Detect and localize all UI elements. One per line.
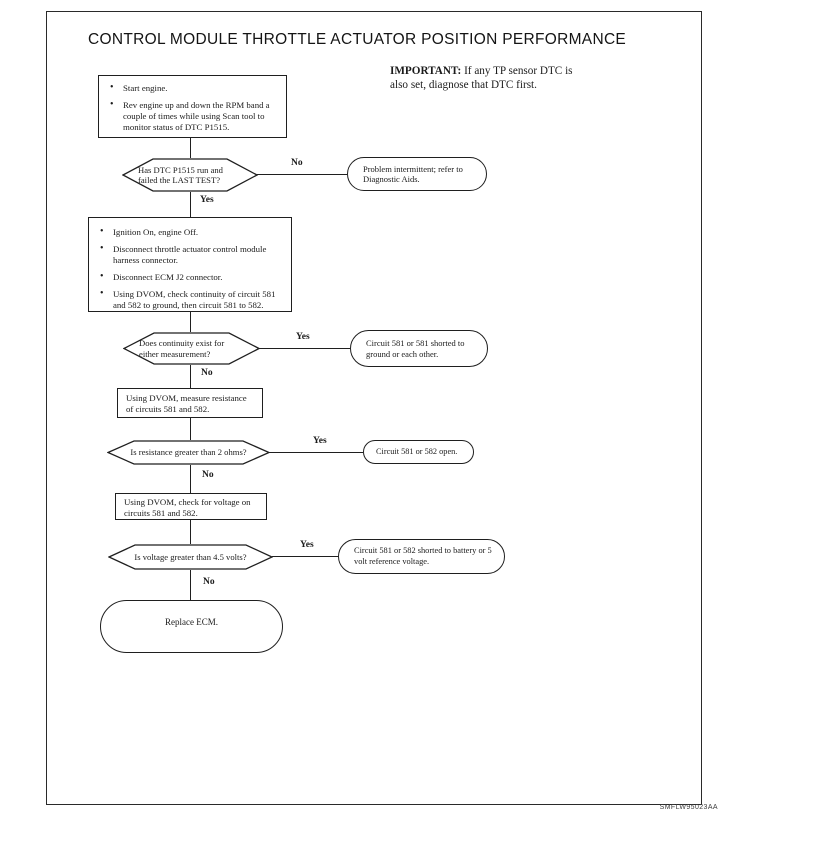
decision-question: Is voltage greater than 4.5 volts? [134,551,247,562]
connector-line [257,174,347,176]
result-oval-shorted-ground: Circuit 581 or 581 shorted to ground or … [350,330,488,367]
connector-line [190,520,192,544]
edge-label-no: No [202,577,216,587]
important-note: IMPORTANT: If any TP sensor DTC is also … [390,65,590,92]
terminal-replace-ecm: Replace ECM. [100,600,283,653]
bullet-list: Start engine. Rev engine up and down the… [99,76,286,133]
connector-line [190,312,192,332]
important-label: IMPORTANT: [390,65,462,77]
connector-line [269,452,363,454]
edge-label-yes: Yes [199,195,215,205]
connector-line [190,418,192,440]
result-oval-intermittent: Problem intermittent; refer to Diagnosti… [347,157,487,191]
bullet-item: Start engine. [109,82,280,94]
edge-label-no: No [200,368,214,378]
decision-resistance: Is resistance greater than 2 ohms? [107,440,270,465]
decision-voltage: Is voltage greater than 4.5 volts? [108,544,273,570]
process-box-voltage: Using DVOM, check for voltage on circuit… [115,493,267,520]
decision-question: Does continuity exist for either measure… [139,338,225,359]
bullet-item: Disconnect throttle actuator control mod… [99,243,285,266]
bullet-item: Rev engine up and down the RPM band a co… [109,99,280,133]
decision-question: Is resistance greater than 2 ohms? [130,447,247,458]
edge-label-yes: Yes [312,436,328,446]
connector-line [190,570,192,600]
connector-line [190,192,192,217]
connector-line [190,465,192,493]
decision-dtc-run: Has DTC P1515 run and failed the LAST TE… [122,158,258,192]
connector-line [272,556,338,558]
decision-continuity: Does continuity exist for either measure… [123,332,260,365]
process-box-resistance: Using DVOM, measure resistance of circui… [117,388,263,418]
connector-line [190,138,192,158]
connector-line [259,348,350,350]
bullet-list: Ignition On, engine Off. Disconnect thro… [89,218,291,311]
edge-label-no: No [201,470,215,480]
decision-question: Has DTC P1515 run and failed the LAST TE… [138,164,223,186]
figure-code: SMFLW95023AA [659,804,718,811]
bullet-item: Ignition On, engine Off. [99,226,285,238]
process-box-start-engine: Start engine. Rev engine up and down the… [98,75,287,138]
result-oval-shorted-battery: Circuit 581 or 582 shorted to battery or… [338,539,505,574]
connector-line [190,365,192,388]
edge-label-no: No [290,158,304,168]
important-text: If any TP sensor DTC is also set, diagno… [390,65,573,91]
edge-label-yes: Yes [299,540,315,550]
bullet-item: Disconnect ECM J2 connector. [99,271,285,283]
bullet-item: Using DVOM, check continuity of circuit … [99,288,285,311]
result-oval-circuit-open: Circuit 581 or 582 open. [363,440,474,464]
edge-label-yes: Yes [295,332,311,342]
page-title: CONTROL MODULE THROTTLE ACTUATOR POSITIO… [88,31,627,48]
process-box-setup: Ignition On, engine Off. Disconnect thro… [88,217,292,312]
